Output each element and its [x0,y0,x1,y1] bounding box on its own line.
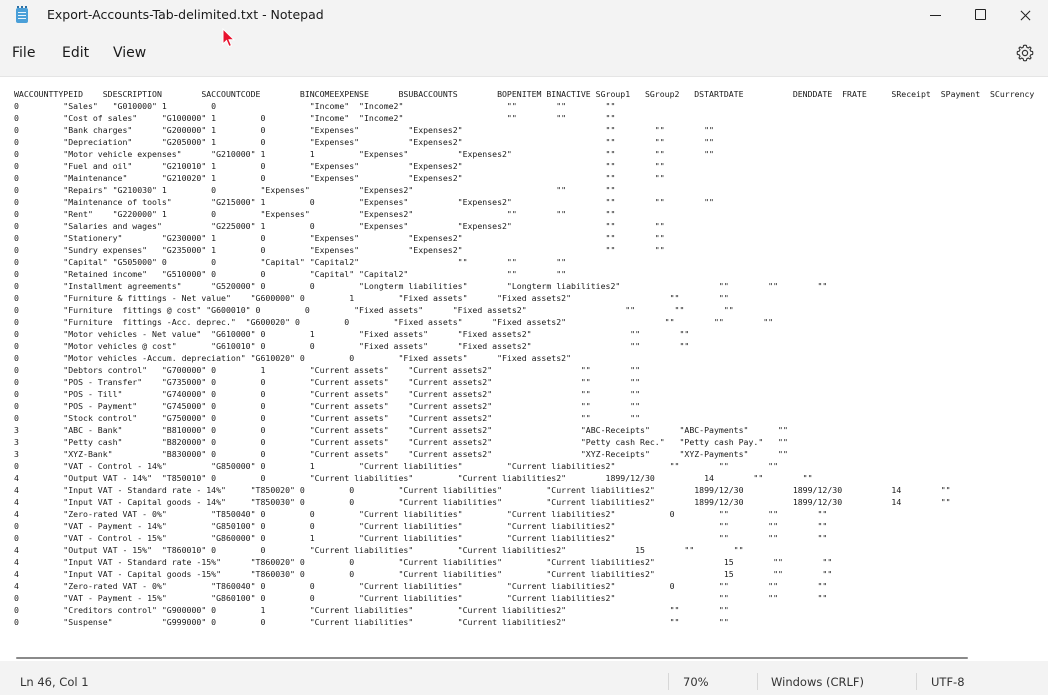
text-line[interactable]: 4 "Zero-rated VAT - 0%" "T850040" 0 0 "C… [14,509,828,519]
status-divider [916,673,917,690]
text-line[interactable]: 0 "Motor vehicles @ cost" "G610010" 0 0 … [14,341,690,351]
horizontal-scrollbar[interactable] [16,657,968,659]
text-line[interactable]: 4 "Zero-rated VAT - 0%" "T860040" 0 0 "C… [14,581,828,591]
text-line[interactable]: 0 "Repairs" "G210030" 1 0 "Expenses" "Ex… [14,185,616,195]
text-line[interactable]: 0 "VAT - Payment - 15%" "G860100" 0 0 "C… [14,593,828,603]
text-line[interactable]: 3 "Petty cash" "B820000" 0 0 "Current as… [14,437,788,447]
text-line[interactable]: 0 "Stationery" "G230000" 1 0 "Expenses" … [14,233,665,243]
text-line[interactable]: 0 "Installment agreements" "G520000" 0 0… [14,281,828,291]
text-line[interactable]: 0 "Bank charges" "G200000" 1 0 "Expenses… [14,125,714,135]
text-line[interactable]: 0 "Maintenance of tools" "G215000" 1 0 "… [14,197,714,207]
encoding[interactable]: UTF-8 [931,675,965,689]
text-line[interactable]: 0 "Suspense" "G999000" 0 0 "Current liab… [14,617,729,627]
text-line[interactable]: 0 "Retained income" "G510000" 0 0 "Capit… [14,269,567,279]
cursor-position: Ln 46, Col 1 [20,675,89,689]
title-bar[interactable]: Export-Accounts-Tab-delimited.txt - Note… [0,0,1048,32]
text-line[interactable]: 0 "Salaries and wages" "G225000" 1 0 "Ex… [14,221,665,231]
text-line[interactable]: 0 "Stock control" "G750000" 0 0 "Current… [14,413,641,423]
text-line[interactable]: 0 "Sundry expenses" "G235000" 1 0 "Expen… [14,245,665,255]
text-editor[interactable]: WACCOUNTTYPEID SDESCRIPTION SACCOUNTCODE… [0,76,1048,661]
text-line[interactable]: 0 "Fuel and oil" "G210010" 1 0 "Expenses… [14,161,665,171]
text-line[interactable]: 0 "Furniture & fittings - Net value" "G6… [14,293,729,303]
text-line[interactable]: 0 "Furniture fittings -Acc. deprec." "G6… [14,317,774,327]
text-line[interactable]: 0 "POS - Transfer" "G735000" 0 0 "Curren… [14,377,641,387]
gear-icon[interactable] [1015,43,1035,63]
window-title: Export-Accounts-Tab-delimited.txt - Note… [47,7,324,22]
text-line[interactable]: 0 "VAT - Control - 14%" "G850000" 0 1 "C… [14,461,779,471]
text-line[interactable]: 0 "VAT - Payment - 14%" "G850100" 0 0 "C… [14,521,828,531]
text-line[interactable]: 0 "VAT - Control - 15%" "G860000" 0 1 "C… [14,533,828,543]
text-line[interactable]: 4 "Input VAT - Standard rate - 14%" "T85… [14,485,951,495]
menu-bar: File Edit View [0,36,1048,70]
minimize-button[interactable] [912,0,958,32]
status-divider [757,673,758,690]
text-line-header[interactable]: WACCOUNTTYPEID SDESCRIPTION SACCOUNTCODE… [14,89,1035,99]
text-line[interactable]: 3 "XYZ-Bank" "B830000" 0 0 "Current asse… [14,449,788,459]
text-line[interactable]: 0 "Motor vehicles -Accum. depreciation" … [14,353,572,363]
text-line[interactable]: 0 "Sales" "G010000" 1 0 "Income" "Income… [14,101,616,111]
text-line[interactable]: 0 "Rent" "G220000" 1 0 "Expenses" "Expen… [14,209,616,219]
text-line[interactable]: 4 "Input VAT - Capital goods - 14%" "T85… [14,497,951,507]
close-button[interactable] [1002,0,1048,32]
text-line[interactable]: 0 "POS - Till" "G740000" 0 0 "Current as… [14,389,641,399]
maximize-button[interactable] [958,0,1004,32]
text-line[interactable]: 0 "Motor vehicle expenses" "G210000" 1 1… [14,149,714,159]
document-text[interactable]: WACCOUNTTYPEID SDESCRIPTION SACCOUNTCODE… [14,88,1034,628]
text-line[interactable]: 0 "Depreciation" "G205000" 1 0 "Expenses… [14,137,714,147]
menu-file[interactable]: File [12,45,36,61]
status-divider [668,673,669,690]
text-line[interactable]: 0 "POS - Payment" "G745000" 0 0 "Current… [14,401,641,411]
mouse-cursor-icon [222,28,236,48]
text-line[interactable]: 0 "Debtors control" "G700000" 0 1 "Curre… [14,365,641,375]
text-line[interactable]: 4 "Input VAT - Capital goods -15%" "T860… [14,569,833,579]
text-line[interactable]: 0 "Motor vehicles - Net value" "G610000"… [14,329,690,339]
text-line[interactable]: 3 "ABC - Bank" "B810000" 0 0 "Current as… [14,425,788,435]
text-line[interactable]: 0 "Furniture fittings @ cost" "G600010" … [14,305,734,315]
text-line[interactable]: 4 "Input VAT - Standard rate -15%" "T860… [14,557,833,567]
menu-edit[interactable]: Edit [62,45,90,61]
line-ending[interactable]: Windows (CRLF) [771,675,865,689]
text-line[interactable]: 4 "Output VAT - 15%" "T860010" 0 0 "Curr… [14,545,744,555]
text-line[interactable]: 0 "Maintenance" "G210020" 1 0 "Expenses"… [14,173,665,183]
text-line[interactable]: 4 "Output VAT - 14%" "T850010" 0 0 "Curr… [14,473,813,483]
zoom-level[interactable]: 70% [683,675,709,689]
menu-view[interactable]: View [113,45,147,61]
text-line[interactable]: 0 "Creditors control" "G900000" 0 1 "Cur… [14,605,729,615]
notepad-icon [16,6,28,23]
text-line[interactable]: 0 "Capital" "G505000" 0 0 "Capital" "Cap… [14,257,567,267]
text-line[interactable]: 0 "Cost of sales" "G100000" 1 0 "Income"… [14,113,616,123]
status-bar: Ln 46, Col 1 70% Windows (CRLF) UTF-8 [0,665,1048,695]
